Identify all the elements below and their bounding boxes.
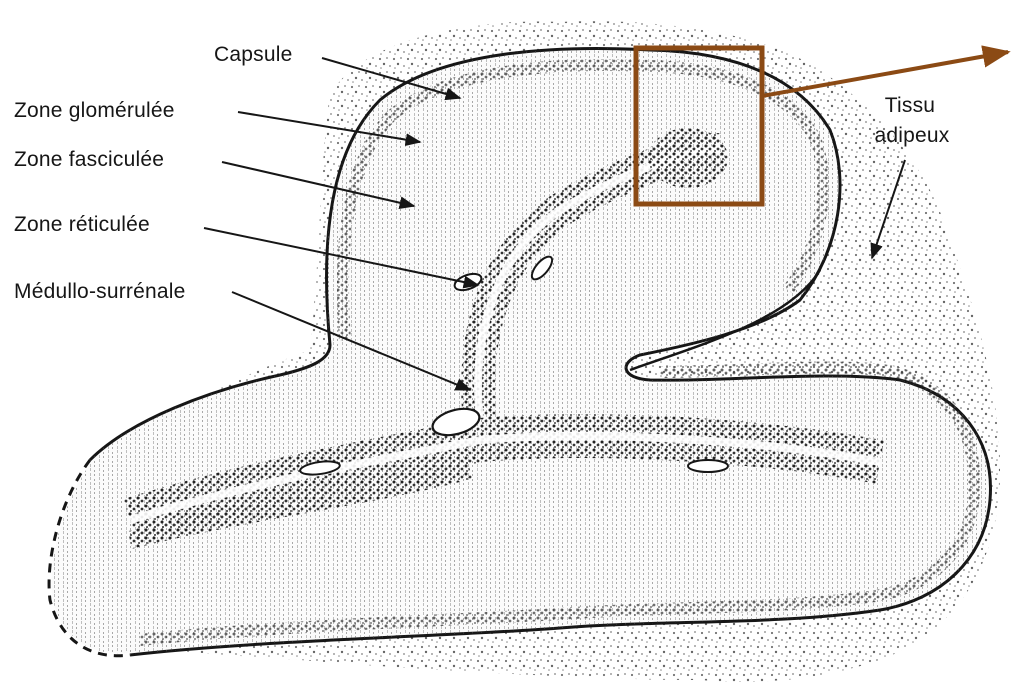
label-zone-reticulee: Zone réticulée (14, 214, 150, 235)
label-tissu: Tissu (880, 95, 940, 116)
label-medullo-surrenale: Médullo-surrénale (14, 281, 185, 302)
label-capsule: Capsule (214, 44, 292, 65)
label-zone-glomerulee: Zone glomérulée (14, 100, 175, 121)
label-adipeux: adipeux (862, 125, 962, 146)
label-zone-fasciculee: Zone fasciculée (14, 149, 164, 170)
